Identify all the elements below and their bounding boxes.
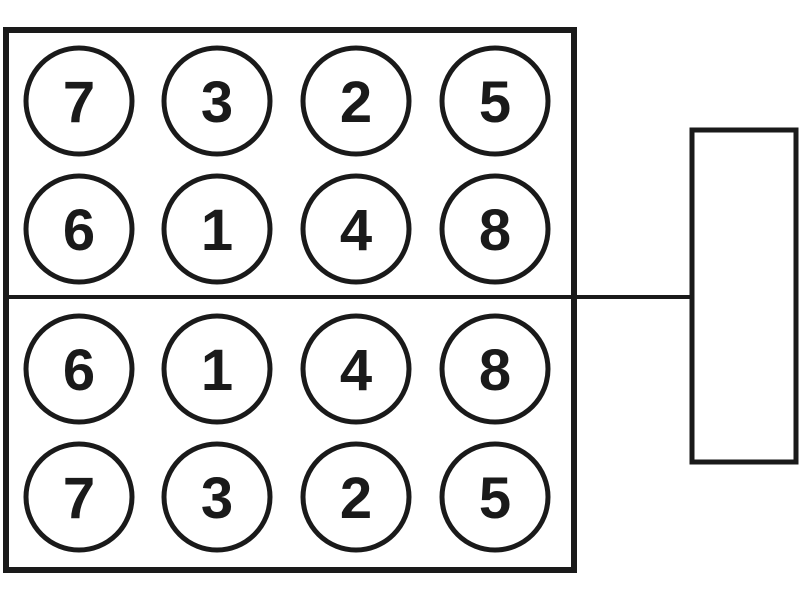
cylinder-number: 1 [201, 198, 233, 263]
cylinder-number: 3 [201, 70, 233, 135]
cylinder-circle [161, 173, 273, 285]
cylinder-circle [300, 441, 412, 553]
cylinder-number: 1 [201, 338, 233, 403]
cylinder-4: 4 [300, 313, 412, 425]
cylinder-number: 7 [63, 70, 95, 135]
cylinder-number: 5 [479, 70, 511, 135]
cylinder-number: 4 [340, 338, 372, 403]
cylinder-2: 2 [300, 441, 412, 553]
cylinder-number: 4 [340, 198, 372, 263]
cylinder-2: 2 [300, 45, 412, 157]
cylinder-number: 6 [63, 198, 95, 263]
cylinder-circle [23, 441, 135, 553]
cylinder-number: 8 [479, 338, 511, 403]
cylinder-8: 8 [439, 173, 551, 285]
cylinder-number: 2 [340, 70, 372, 135]
front-box [689, 127, 799, 465]
cylinder-circle [161, 313, 273, 425]
cylinder-circle [439, 45, 551, 157]
cylinder-circle [439, 173, 551, 285]
cylinder-circle [300, 173, 412, 285]
cylinder-5: 5 [439, 441, 551, 553]
cylinder-circle [439, 441, 551, 553]
cylinder-circle [23, 45, 135, 157]
cylinder-number: 6 [63, 338, 95, 403]
cylinder-circle [23, 173, 135, 285]
cylinder-circle [300, 45, 412, 157]
cylinders-group: 7 3 2 5 6 1 4 8 6 1 4 8 7 3 2 5 [23, 45, 551, 553]
cylinder-circle [161, 441, 273, 553]
cylinder-1: 1 [161, 313, 273, 425]
cylinder-circle [300, 313, 412, 425]
cylinder-3: 3 [161, 441, 273, 553]
cylinder-7: 7 [23, 45, 135, 157]
cylinder-number: 7 [63, 466, 95, 531]
cylinder-number: 8 [479, 198, 511, 263]
cylinder-5: 5 [439, 45, 551, 157]
cylinder-6: 6 [23, 313, 135, 425]
cylinder-1: 1 [161, 173, 273, 285]
cylinder-4: 4 [300, 173, 412, 285]
cylinder-circle [23, 313, 135, 425]
cylinder-8: 8 [439, 313, 551, 425]
engine-block-outline [3, 27, 577, 573]
cylinder-circle [439, 313, 551, 425]
cylinder-number: 2 [340, 466, 372, 531]
cylinder-circle [161, 45, 273, 157]
cylinder-number: 3 [201, 466, 233, 531]
cylinder-6: 6 [23, 173, 135, 285]
cylinder-number: 5 [479, 466, 511, 531]
cylinder-7: 7 [23, 441, 135, 553]
cylinder-3: 3 [161, 45, 273, 157]
